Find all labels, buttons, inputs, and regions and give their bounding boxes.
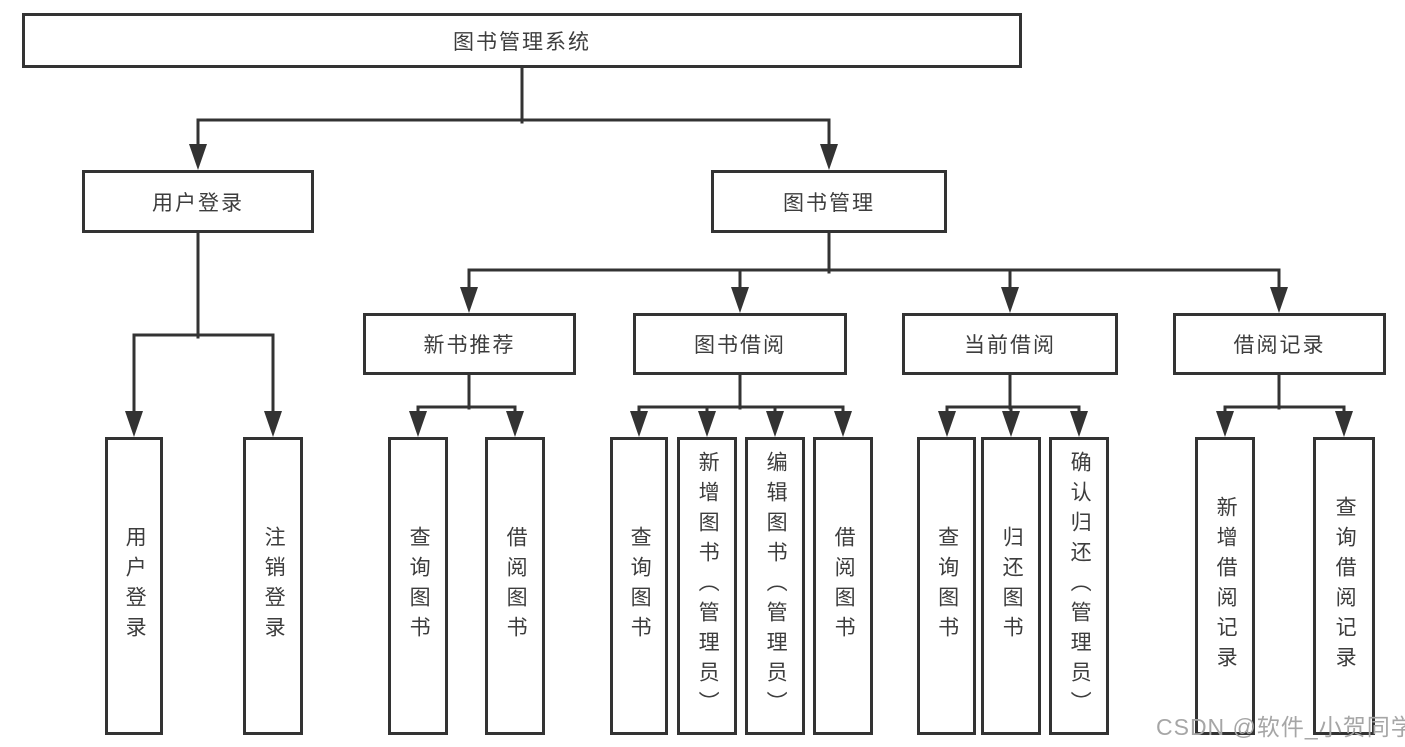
- leaf-label: 查询图书: [407, 526, 431, 646]
- node-label: 图书管理系统: [453, 30, 591, 54]
- node-label: 图书管理: [783, 191, 875, 215]
- node-user-login: 用户登录: [82, 170, 314, 233]
- leaf-label: 查询借阅记录: [1333, 496, 1357, 676]
- arrowhead-icon: [1216, 411, 1234, 437]
- leaf-edit-books-admin: 编辑图书（管理员）: [745, 437, 805, 735]
- arrowhead-icon: [460, 287, 478, 313]
- leaf-query-books-1: 查询图书: [388, 437, 448, 735]
- leaf-query-books-3: 查询图书: [917, 437, 976, 735]
- leaf-label: 确认归还（管理员）: [1068, 451, 1092, 721]
- node-new-book-recommendation: 新书推荐: [363, 313, 576, 375]
- arrowhead-icon: [1270, 287, 1288, 313]
- leaf-label: 新增借阅记录: [1214, 496, 1238, 676]
- arrowhead-icon: [698, 411, 716, 437]
- leaf-label: 查询图书: [935, 526, 959, 646]
- node-label: 新书推荐: [423, 334, 516, 357]
- arrowhead-icon: [731, 287, 749, 313]
- csdn-watermark: CSDN @软件_小贺同学: [1156, 714, 1405, 740]
- arrowhead-icon: [264, 411, 282, 437]
- node-book-management: 图书管理: [711, 170, 947, 233]
- node-label: 用户登录: [152, 191, 244, 215]
- arrowhead-icon: [409, 411, 427, 437]
- leaf-label: 借阅图书: [504, 526, 528, 646]
- arrowhead-icon: [125, 411, 143, 437]
- node-label: 当前借阅: [964, 334, 1056, 357]
- arrowhead-icon: [834, 411, 852, 437]
- arrowhead-icon: [630, 411, 648, 437]
- leaf-query-borrow-record: 查询借阅记录: [1313, 437, 1375, 735]
- arrowhead-icon: [1335, 411, 1353, 437]
- arrowhead-icon: [938, 411, 956, 437]
- leaf-query-books-2: 查询图书: [610, 437, 668, 735]
- leaf-label: 注销登录: [262, 526, 286, 646]
- arrowhead-icon: [506, 411, 524, 437]
- arrowhead-icon: [1001, 287, 1019, 313]
- leaf-add-borrow-record: 新增借阅记录: [1195, 437, 1255, 735]
- node-library-management-system: 图书管理系统: [22, 13, 1022, 68]
- node-label: 借阅记录: [1233, 334, 1326, 357]
- arrowhead-icon: [1002, 411, 1020, 437]
- node-borrowing-records: 借阅记录: [1173, 313, 1386, 375]
- leaf-add-books-admin: 新增图书（管理员）: [677, 437, 737, 735]
- leaf-borrow-books-1: 借阅图书: [485, 437, 545, 735]
- leaf-user-login: 用户登录: [105, 437, 163, 735]
- leaf-label: 归还图书: [1000, 526, 1024, 646]
- arrowhead-icon: [1070, 411, 1088, 437]
- arrowhead-icon: [189, 144, 207, 170]
- node-book-borrowing: 图书借阅: [633, 313, 847, 375]
- arrowhead-icon: [820, 144, 838, 170]
- leaf-label: 新增图书（管理员）: [696, 451, 720, 721]
- leaf-return-books: 归还图书: [981, 437, 1041, 735]
- leaf-label: 用户登录: [123, 526, 147, 646]
- leaf-confirm-return-admin: 确认归还（管理员）: [1049, 437, 1109, 735]
- node-label: 图书借阅: [694, 334, 786, 357]
- leaf-label: 借阅图书: [832, 526, 856, 646]
- leaf-label: 查询图书: [628, 526, 652, 646]
- arrowhead-icon: [766, 411, 784, 437]
- leaf-logout: 注销登录: [243, 437, 303, 735]
- leaf-borrow-books-2: 借阅图书: [813, 437, 873, 735]
- node-current-borrowing: 当前借阅: [902, 313, 1118, 375]
- leaf-label: 编辑图书（管理员）: [764, 451, 788, 721]
